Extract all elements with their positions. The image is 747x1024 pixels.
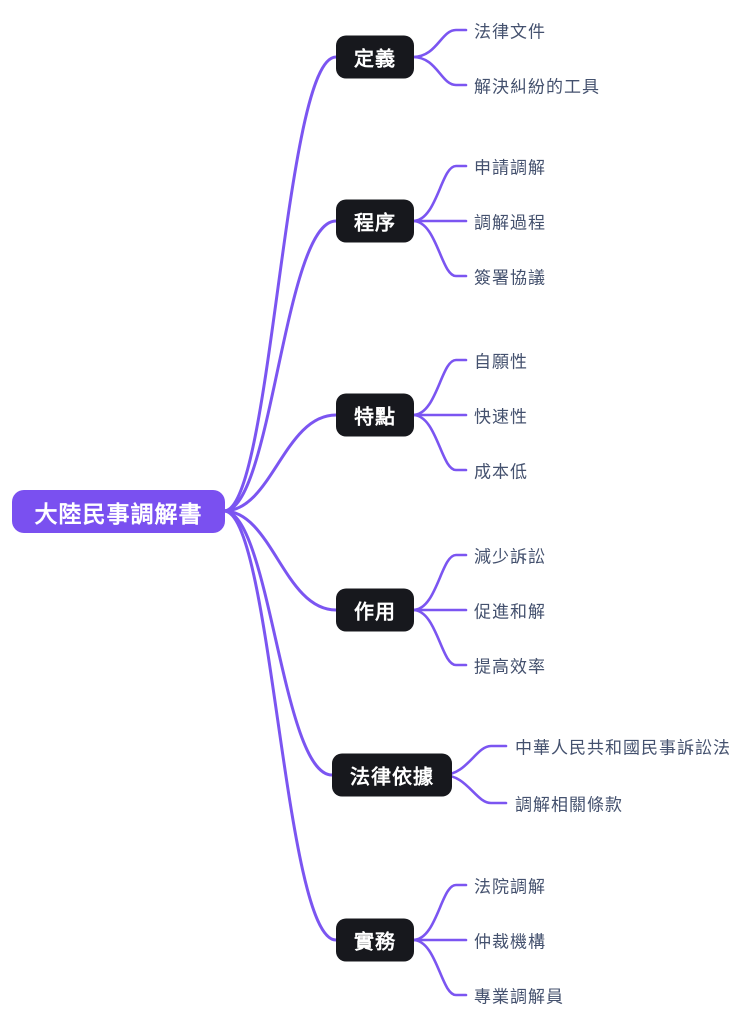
link-features-3	[411, 413, 468, 472]
leaf-node-reduce-litigation[interactable]: 減少訴訟	[474, 547, 546, 567]
link-definition-1	[411, 28, 468, 59]
link-practice-3	[411, 938, 468, 997]
link-legal-basis-2	[441, 773, 508, 805]
link-procedure-1	[411, 164, 468, 223]
link-procedure-3	[411, 219, 468, 278]
leaf-node-civil-procedure-law[interactable]: 中華人民共和國民事訴訟法	[515, 738, 731, 758]
branch-node-practice[interactable]: 實務	[336, 918, 414, 962]
leaf-node-low-cost[interactable]: 成本低	[474, 462, 528, 482]
leaf-node-voluntary[interactable]: 自願性	[474, 352, 528, 372]
link-features-1	[411, 358, 468, 417]
link-functions-3	[411, 608, 468, 667]
leaf-node-mediation-process[interactable]: 調解過程	[474, 213, 546, 233]
link-root-practice	[222, 509, 338, 942]
leaf-node-dispute-tool[interactable]: 解決糾紛的工具	[474, 77, 600, 97]
link-root-legal-basis	[222, 509, 334, 777]
root-node[interactable]: 大陸民事調解書	[12, 490, 225, 533]
leaf-node-improve-efficiency[interactable]: 提高效率	[474, 657, 546, 677]
branch-node-procedure[interactable]: 程序	[336, 199, 414, 243]
branch-node-features[interactable]: 特點	[336, 393, 414, 437]
link-root-functions	[222, 509, 338, 612]
branch-node-functions[interactable]: 作用	[336, 588, 414, 632]
leaf-node-sign-agreement[interactable]: 簽署協議	[474, 268, 546, 288]
leaf-node-legal-document[interactable]: 法律文件	[474, 22, 546, 42]
branch-node-definition[interactable]: 定義	[336, 35, 414, 79]
leaf-node-fast[interactable]: 快速性	[474, 407, 528, 427]
leaf-node-mediation-clauses[interactable]: 調解相關條款	[515, 795, 623, 815]
link-legal-basis-1	[441, 744, 508, 777]
link-definition-2	[411, 55, 468, 87]
link-practice-1	[411, 883, 468, 942]
link-root-definition	[222, 55, 338, 513]
leaf-node-arbitration-body[interactable]: 仲裁機構	[474, 932, 546, 952]
link-functions-1	[411, 553, 468, 612]
link-root-procedure	[222, 219, 338, 513]
branch-node-legal-basis[interactable]: 法律依據	[332, 753, 452, 797]
leaf-node-court-mediation[interactable]: 法院調解	[474, 877, 546, 897]
link-root-features	[222, 413, 338, 513]
leaf-node-professional-mediator[interactable]: 專業調解員	[474, 987, 564, 1007]
leaf-node-promote-settlement[interactable]: 促進和解	[474, 602, 546, 622]
leaf-node-apply-mediation[interactable]: 申請調解	[474, 158, 546, 178]
